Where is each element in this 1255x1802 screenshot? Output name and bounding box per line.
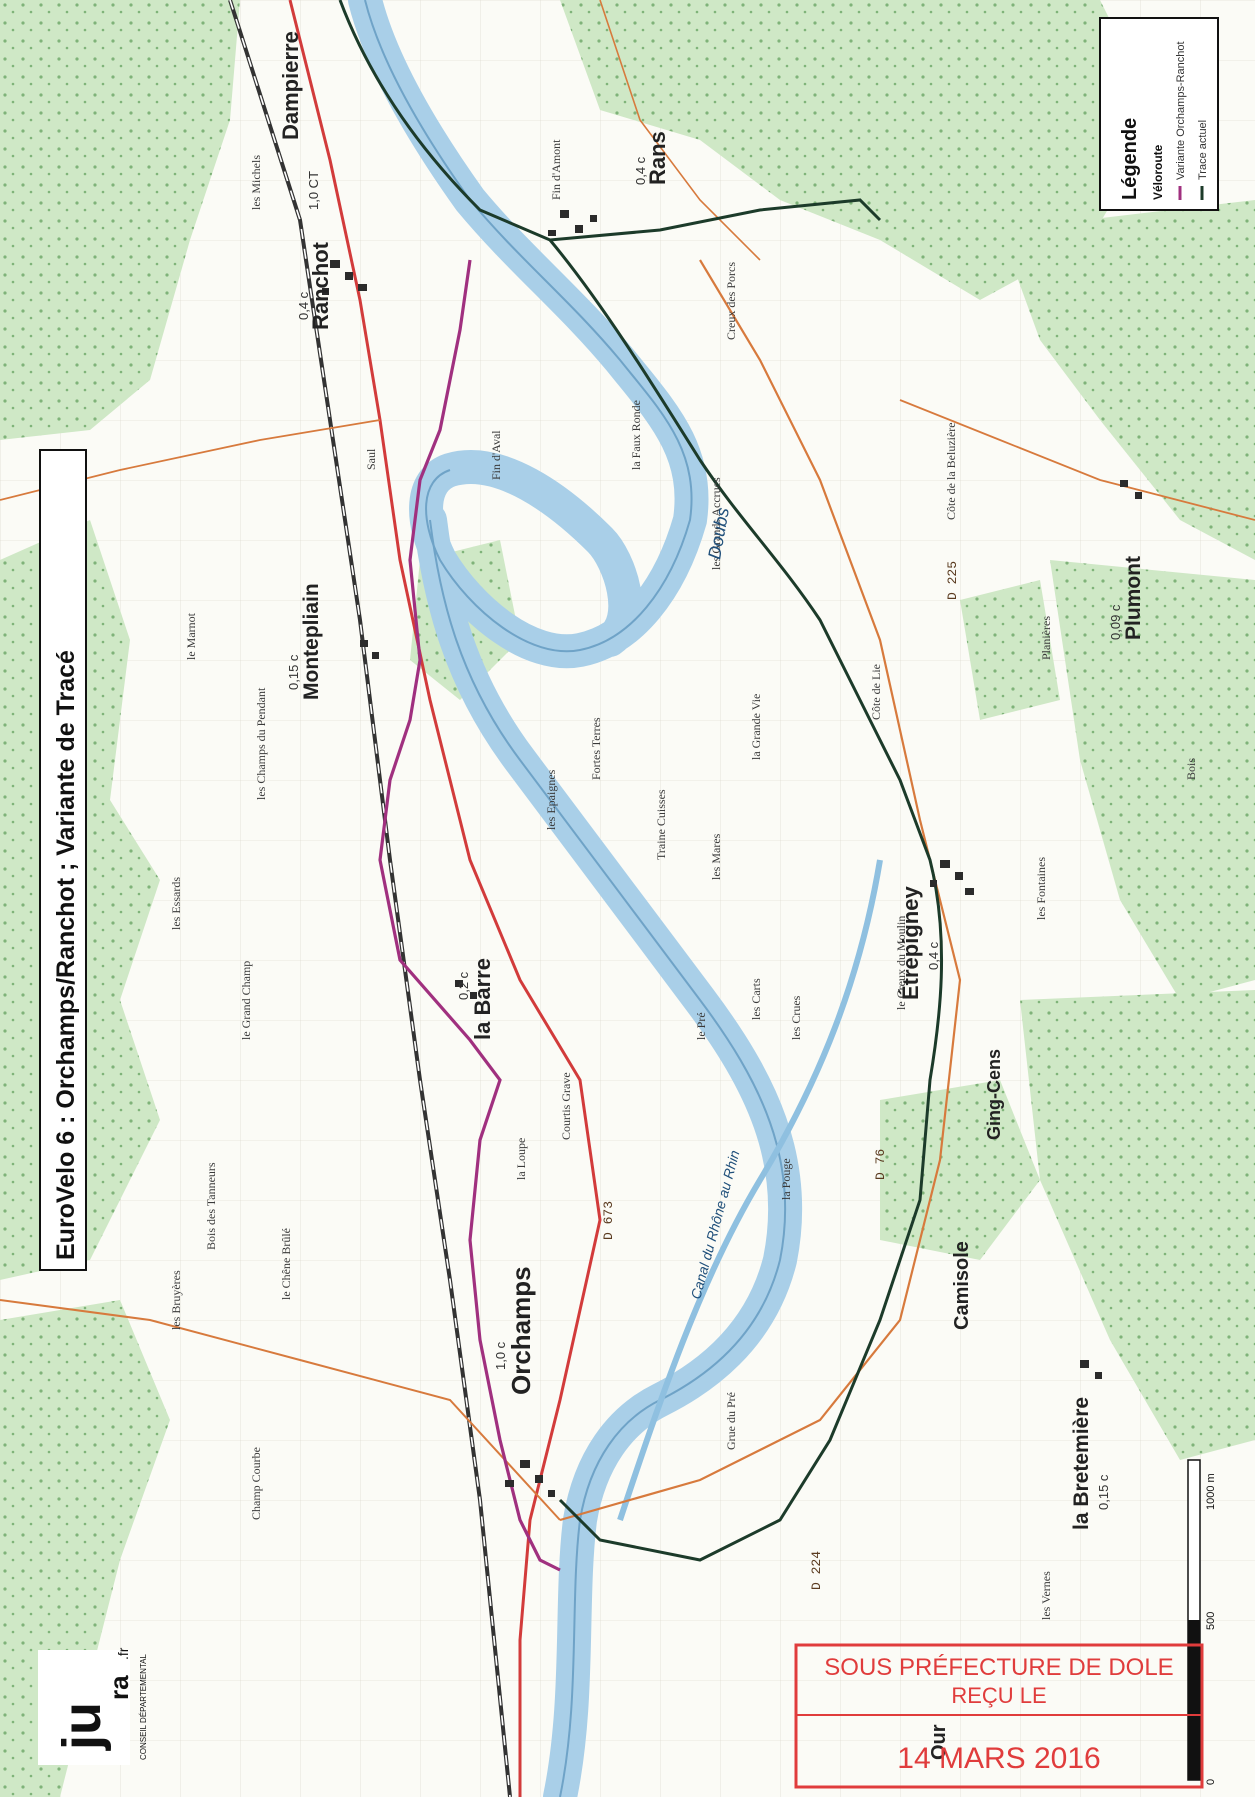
lieu-label: la Pouge (779, 1158, 793, 1200)
lieu-label: les Fontaines (1034, 857, 1048, 920)
town-gingcens: Ging-Cens (984, 1049, 1004, 1140)
value-ranchot: 0,4 c (296, 291, 311, 320)
town-dampierre: Dampierre (278, 31, 303, 140)
lieu-label: les Epaignes (544, 769, 558, 830)
scale-end: 1000 m (1205, 1473, 1217, 1510)
canal (617, 859, 883, 1521)
lieu-label: Grue du Pré (724, 1392, 738, 1450)
town-camisole: Camisole (951, 1241, 973, 1330)
town-labarre: la Barre (470, 958, 495, 1040)
lieu-label: la Faux Ronde (629, 400, 643, 470)
lieu-label: le Creux du Moulin (894, 916, 908, 1010)
lieu-label: les Vernes (1039, 1571, 1053, 1620)
lieu-label: Fortes Terres (589, 717, 603, 780)
lieu-label: Fin d'Aval (489, 430, 503, 480)
variant-trace (378, 259, 561, 1572)
legend-section: Véloroute (1151, 144, 1165, 200)
lieu-label: Saul (364, 448, 378, 470)
current-trace (338, 0, 944, 1562)
lieu-label: Bois (1184, 758, 1198, 780)
town-labretemiere: la Bretemière (1070, 1397, 1093, 1530)
logo-subtitle: CONSEIL DÉPARTEMENTAL (139, 1654, 148, 1761)
road-label-d76: D 76 (873, 1149, 888, 1180)
lieu-label: les Essards (169, 877, 183, 930)
lieu-label: les Crues (789, 995, 803, 1040)
title-box: EuroVelo 6 : Orchamps/Ranchot ; Variante… (39, 449, 87, 1271)
lieu-label: les Champs du Pendant (254, 687, 268, 800)
town-rans: Rans (645, 131, 670, 185)
road-label-d224: D 224 (809, 1551, 824, 1590)
logo-suffix: .fr (115, 1647, 131, 1660)
value-etrepigney: 0,4 c (926, 941, 941, 970)
lieu-label: le Marnot (184, 612, 198, 660)
value-orchamps: 1,0 c (493, 1341, 508, 1370)
lieu-label: Planières (1039, 616, 1053, 660)
scale-mid: 500 (1205, 1612, 1217, 1630)
lieu-label: le Pré (694, 1012, 708, 1040)
town-labels: Dampierre 1,0 CT Ranchot 0,4 c Rans 0,4 … (278, 31, 1145, 1760)
logo-text-ju: ju (52, 1702, 112, 1751)
lieu-label: Traine Cuisses (654, 789, 668, 860)
lieu-label: les Grands Accrues (709, 477, 723, 570)
lieu-label: les Mares (709, 833, 723, 880)
town-montepliain: Montepliain (300, 583, 323, 700)
town-orchamps: Orchamps (506, 1266, 536, 1395)
lieu-label: Fin d'Amont (549, 139, 563, 200)
town-plumont: Plumont (1122, 556, 1145, 640)
lieu-label: Bois des Tanneurs (204, 1162, 218, 1250)
legend: Légende Véloroute Variante Orchamps-Ranc… (1099, 17, 1219, 211)
stamp-line2: REÇU LE (951, 1683, 1046, 1708)
reception-stamp: SOUS PRÉFECTURE DE DOLE REÇU LE 14 MARS … (794, 1643, 1204, 1789)
scale-bar: 0 500 1000 m (1187, 1459, 1217, 1785)
jura-logo: ju ra .fr CONSEIL DÉPARTEMENTAL (38, 1647, 148, 1765)
value-plumont: 0,09 c (1108, 604, 1123, 640)
lieu-label: la Loupe (514, 1138, 528, 1180)
settlements (322, 210, 1142, 1497)
legend-heading: Légende (1119, 118, 1141, 200)
stamp-line1: SOUS PRÉFECTURE DE DOLE (824, 1654, 1173, 1681)
map-title: EuroVelo 6 : Orchamps/Ranchot ; Variante… (52, 650, 80, 1260)
lieu-label: les Bruyères (169, 1270, 183, 1330)
value-labarre: 0,2 c (456, 971, 471, 1000)
lieu-label: le Grand Champ (239, 961, 253, 1040)
road-label-d673: D 673 (601, 1201, 616, 1240)
value-montepliain: 0,15 c (286, 654, 301, 690)
lieu-label: Champ Courbe (249, 1447, 263, 1520)
lieu-label: Courtis Grave (559, 1072, 573, 1140)
value-dampierre: 1,0 CT (306, 171, 321, 210)
road-label-d225: D 225 (945, 561, 960, 600)
lieu-label: les Michels (249, 155, 263, 210)
logo-text-ra: ra (104, 1675, 134, 1700)
legend-label-variant: Variante Orchamps-Ranchot (1175, 41, 1187, 180)
lieu-label: Creux des Porcs (724, 262, 738, 340)
stamp-date: 14 MARS 2016 (897, 1742, 1100, 1775)
lieu-label: le Chêne Brûlé (279, 1228, 293, 1300)
scale-zero: 0 (1205, 1779, 1217, 1785)
value-rans: 0,4 c (633, 156, 648, 185)
town-our: Our (928, 1724, 950, 1760)
lieu-label: Côte de la Beluzière (944, 422, 958, 520)
value-labretemiere: 0,15 c (1096, 1474, 1111, 1510)
legend-label-current: Trace actuel (1197, 120, 1209, 180)
town-ranchot: Ranchot (308, 241, 333, 330)
lieu-label: Côte de Lie (869, 664, 883, 720)
lieu-label: les Carts (749, 978, 763, 1020)
lieu-label: la Grande Vie (749, 694, 763, 760)
town-etrepigney: Étrepigney (898, 886, 923, 1000)
